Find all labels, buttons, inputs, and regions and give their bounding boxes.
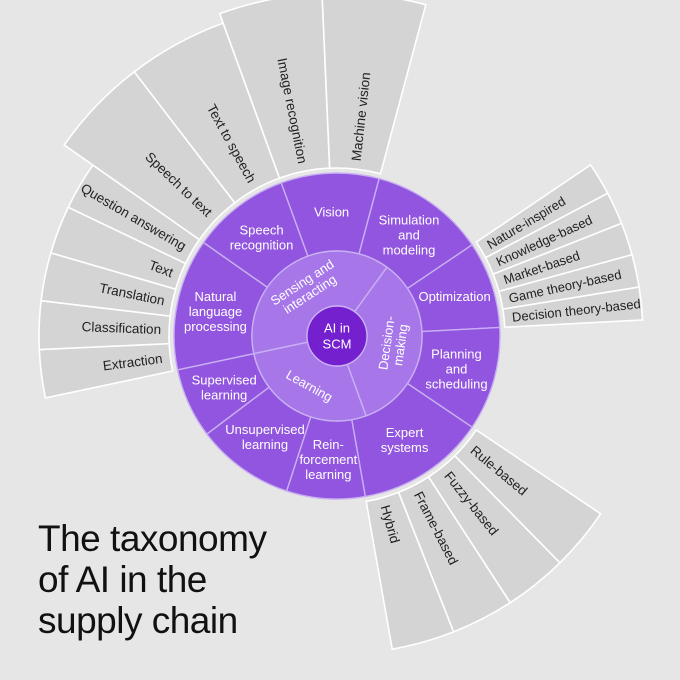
leaf-ring: ExtractionClassificationTranslationTextQ… xyxy=(38,0,644,651)
page-title-line-3: supply chain xyxy=(38,600,238,641)
subcategory-label-supervised-learning-line: learning xyxy=(201,387,247,402)
center-circle xyxy=(306,305,368,367)
leaf-segment-vision xyxy=(321,0,427,175)
subcategory-label-expert-systems-line: Expert xyxy=(386,425,424,440)
subcategory-label-reinforcement-learning-line: forcement xyxy=(299,452,357,467)
subcategory-label-supervised-learning-line: Supervised xyxy=(192,372,257,387)
leaf-label: Classification xyxy=(81,319,161,337)
subcategory-label-unsupervised-learning-line: Unsupervised xyxy=(225,422,305,437)
subcategory-label-planning-and-scheduling-line: Planning xyxy=(431,347,482,362)
group-ring: Sensing andinteractingDecision-makingLea… xyxy=(251,250,423,422)
group-label-decision-line: making xyxy=(390,323,411,367)
leaf-segment-optimization xyxy=(501,286,644,329)
subcategory-label-simulation-and-modeling-line: modeling xyxy=(383,243,436,258)
center-label-line: AI in xyxy=(324,321,350,336)
subcategory-label-reinforcement-learning-line: Rein- xyxy=(313,437,344,452)
page-title-line-1: The taxonomy xyxy=(38,518,267,559)
leaf-segment-expert-systems xyxy=(365,491,455,651)
subcategory-label-natural-language-processing-line: Natural xyxy=(195,289,237,304)
subcategory-label-expert-systems-line: systems xyxy=(381,440,429,455)
subcategory-label-planning-and-scheduling-line: and xyxy=(446,362,468,377)
group-label-decision-line: Decision- xyxy=(375,315,397,371)
subcategory-label-speech-recognition-line: recognition xyxy=(230,238,294,253)
subcategory-label-natural-language-processing-line: processing xyxy=(184,319,247,334)
subcategory-label-reinforcement-learning-line: learning xyxy=(305,467,351,482)
subcategory-label-natural-language-processing-line: language xyxy=(189,304,243,319)
subcategory-label-optimization-line: Optimization xyxy=(418,289,490,304)
subcategory-label-speech-recognition-line: Speech xyxy=(239,223,283,238)
leaf-segment-vision xyxy=(218,0,331,180)
subcategory-label-optimization: Optimization xyxy=(418,289,490,304)
subcategory-label-vision: Vision xyxy=(314,205,349,220)
subcategory-label-vision-line: Vision xyxy=(314,205,349,220)
page-title-line-2: of AI in the xyxy=(38,559,207,600)
subcategory-label-unsupervised-learning-line: learning xyxy=(242,437,288,452)
center-label-line: SCM xyxy=(323,337,352,352)
subcategory-label-planning-and-scheduling-line: scheduling xyxy=(425,377,487,392)
page-title: The taxonomy of AI in the supply chain xyxy=(38,518,267,641)
subcategory-label-simulation-and-modeling-line: Simulation xyxy=(379,213,440,228)
group-label-decision: Decision-making xyxy=(375,315,411,373)
subcategory-label-simulation-and-modeling-line: and xyxy=(398,228,420,243)
